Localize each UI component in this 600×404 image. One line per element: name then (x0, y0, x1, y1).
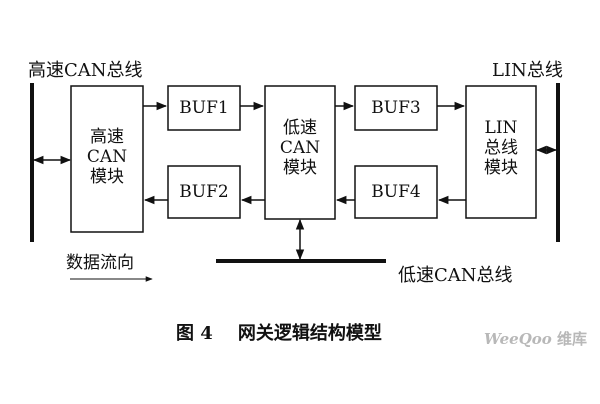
low-speed-can-module-line3: 模块 (283, 158, 317, 178)
lin-module (465, 85, 537, 219)
high-speed-can-module (70, 85, 144, 233)
lin-bus-label: LIN总线 (492, 60, 563, 81)
buf2-box (167, 165, 241, 219)
data-flow-legend-label: 数据流向 (66, 253, 134, 273)
high-speed-can-bus-label: 高速CAN总线 (28, 60, 143, 81)
buf2-label: BUF2 (179, 182, 228, 202)
high-speed-can-module-line2: CAN (87, 147, 127, 167)
buf4-box (354, 165, 438, 219)
low-speed-can-bus-label: 低速CAN总线 (398, 265, 513, 286)
low-speed-can-module (264, 85, 336, 220)
buf4-label: BUF4 (371, 182, 420, 202)
buf3-label: BUF3 (371, 98, 420, 118)
weeqoo-watermark: WeeQoo 维库 (484, 330, 587, 348)
buf1-label: BUF1 (179, 98, 228, 118)
watermark-brand: WeeQoo (484, 330, 552, 348)
watermark-suffix: 维库 (557, 330, 587, 348)
high-speed-can-module-line1: 高速 (90, 127, 124, 147)
lin-module-line3: 模块 (484, 158, 518, 178)
figure-caption: 图 4 网关逻辑结构模型 (176, 322, 382, 344)
high-speed-can-module-line3: 模块 (90, 167, 124, 187)
low-speed-can-module-line2: CAN (280, 138, 320, 158)
low-speed-can-module-line1: 低速 (283, 118, 317, 138)
buf1-box (167, 85, 241, 131)
buf3-box (354, 85, 438, 131)
lin-module-line2: 总线 (484, 138, 518, 158)
lin-module-line1: LIN (485, 118, 518, 138)
